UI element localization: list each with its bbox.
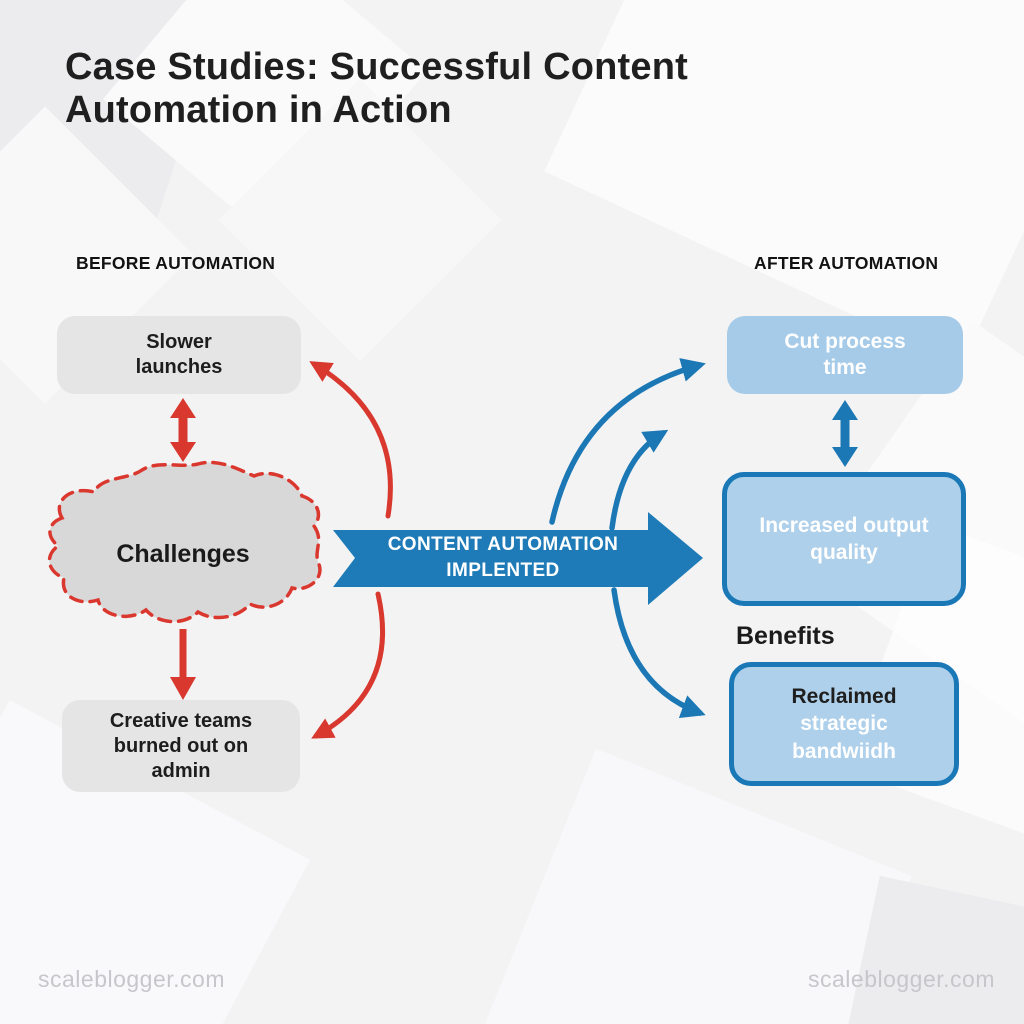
main-transition-arrow xyxy=(333,512,703,605)
main-arrow-label-line-2: IMPLENTED xyxy=(446,560,560,581)
main-arrow-label-line-1: CONTENT AUTOMATION xyxy=(387,534,619,556)
reclaimed-label-dark: Reclaimed xyxy=(791,685,897,709)
page-title-line-1: Case Studies: Successful Content xyxy=(65,46,688,88)
blue-double-arrow xyxy=(832,400,858,467)
watermark-right: scaleblogger.com xyxy=(808,966,995,992)
box-cut-process-time: Cut process time xyxy=(727,316,963,394)
main-arrow-label: CONTENT AUTOMATION IMPLENTED xyxy=(358,529,648,587)
box-creative-teams-burnout: Creative teams burned out on admin xyxy=(62,700,300,792)
red-double-arrow xyxy=(170,398,196,462)
blue-curve-arrow-middle xyxy=(609,429,669,531)
red-curve-arrow-top xyxy=(309,361,393,519)
box-increased-output-quality: Increased output quality xyxy=(722,472,966,606)
red-down-arrow xyxy=(170,629,196,700)
box-slower-launches: Slower launches xyxy=(57,316,301,394)
challenges-cloud-shape xyxy=(47,460,322,624)
red-curve-arrow-bottom xyxy=(311,591,386,739)
section-label-before-automation: BEFORE AUTOMATION xyxy=(76,253,276,273)
reclaimed-label-white: strategic bandwiidh xyxy=(792,712,896,763)
page-title-line-2: Automation in Action xyxy=(65,89,452,132)
benefits-label: Benefits xyxy=(736,622,835,650)
challenges-label: Challenges xyxy=(116,540,250,568)
watermark-left: scaleblogger.com xyxy=(38,966,225,992)
section-label-after-automation: AFTER AUTOMATION xyxy=(754,253,939,273)
page-title: Case Studies: Successful Content Automat… xyxy=(65,46,688,133)
blue-curve-arrow-top xyxy=(549,358,706,525)
box-reclaimed-bandwidth: Reclaimed strategic bandwiidh xyxy=(729,662,959,786)
blue-curve-arrow-bottom xyxy=(611,587,706,719)
